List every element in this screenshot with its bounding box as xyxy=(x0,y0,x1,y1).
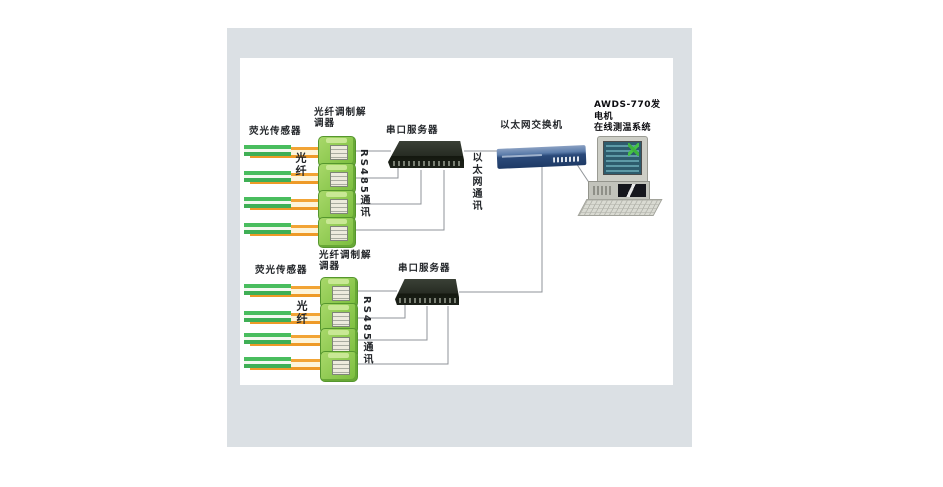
fiber-cable-tip xyxy=(244,333,291,344)
computer-keyboard xyxy=(577,199,663,216)
fiber-modem-module xyxy=(320,351,358,382)
fiber-modem-module xyxy=(320,277,358,308)
diagram-canvas xyxy=(240,58,673,385)
fiber-cable-tip xyxy=(244,223,291,234)
module-panel xyxy=(330,226,348,241)
computer-monitor xyxy=(597,136,648,184)
fiber-cable-tip xyxy=(244,197,291,208)
fiber-cable-tip xyxy=(244,171,291,182)
sensor-label-bottom: 荧光传感器 xyxy=(255,265,308,276)
ethernet-bus-label: 以太网通讯 xyxy=(470,152,481,212)
module-cap xyxy=(326,192,347,197)
module-panel xyxy=(330,145,348,160)
modem-label-top-line2: 调器 xyxy=(314,118,336,129)
monitoring-computer xyxy=(577,134,663,218)
module-cap xyxy=(328,279,349,284)
fiber-modem-module xyxy=(318,217,356,248)
module-panel xyxy=(330,172,348,187)
serial-port-server-bottom xyxy=(395,279,459,305)
fiber-cable-tip xyxy=(244,311,291,322)
module-panel xyxy=(332,360,350,375)
module-cap xyxy=(326,165,347,170)
server-label-bottom: 串口服务器 xyxy=(398,263,451,274)
fiber-modem-module xyxy=(318,136,356,167)
fluorescent-sensor-cable xyxy=(244,145,322,159)
link-modem1d-server1 xyxy=(354,170,445,231)
modem-label-top: 光纤调制解 调器 xyxy=(314,107,368,129)
module-panel xyxy=(330,199,348,214)
fluorescent-sensor-cable xyxy=(244,197,322,211)
computer-screen xyxy=(603,141,642,175)
modem-label-bottom-line1: 光纤调制解 xyxy=(319,250,372,261)
fiber-cable-tip xyxy=(244,145,291,156)
fluorescent-sensor-cable xyxy=(244,357,322,371)
server-label-top: 串口服务器 xyxy=(386,125,439,136)
fiber-modem-module xyxy=(318,190,356,221)
fluorescent-sensor-cable xyxy=(244,171,322,185)
link-modem1b-server1 xyxy=(354,168,399,179)
sensor-label-top: 荧光传感器 xyxy=(249,126,302,137)
link-modem2d-server2 xyxy=(357,306,449,365)
fluorescent-sensor-cable xyxy=(244,311,322,325)
system-title-line2: 在线测温系统 xyxy=(594,123,652,133)
module-panel xyxy=(332,337,350,352)
system-title: AWDS-770发电机 在线测温系统 xyxy=(594,100,664,135)
serial-port-server-top xyxy=(388,141,464,168)
fiber-modem-module xyxy=(318,163,356,194)
link-modem2c-server2 xyxy=(357,306,428,341)
module-cap xyxy=(328,330,349,335)
fluorescent-sensor-cable xyxy=(244,333,322,347)
link-modem2b-server2 xyxy=(357,305,406,319)
module-cap xyxy=(326,138,347,143)
rs485-bus-label-bottom: RS485通讯 xyxy=(361,296,372,366)
system-title-line1: AWDS-770发电机 xyxy=(594,100,661,122)
module-cap xyxy=(328,305,349,310)
ethernet-switch-label: 以太网交换机 xyxy=(500,120,564,131)
module-cap xyxy=(326,219,347,224)
modem-label-bottom-line2: 调器 xyxy=(319,261,341,272)
link-switch-server2 xyxy=(459,167,543,293)
fiber-cable-tip xyxy=(244,284,291,295)
module-panel xyxy=(332,286,350,301)
rs485-bus-label-top: RS485通讯 xyxy=(358,149,369,219)
fluorescent-sensor-cable xyxy=(244,284,322,298)
link-modem1c-server1 xyxy=(354,170,422,205)
module-cap xyxy=(328,353,349,358)
fiber-cable-tip xyxy=(244,357,291,368)
module-panel xyxy=(332,312,350,327)
ethernet-switch-device xyxy=(496,145,587,169)
fluorescent-sensor-cable xyxy=(244,223,322,237)
computer-tower xyxy=(588,181,650,202)
fiber-label-bottom: 光纤 xyxy=(295,300,308,326)
fiber-label-top: 光纤 xyxy=(294,152,307,178)
modem-label-top-line1: 光纤调制解 xyxy=(314,107,367,118)
modem-label-bottom: 光纤调制解 调器 xyxy=(319,250,373,272)
